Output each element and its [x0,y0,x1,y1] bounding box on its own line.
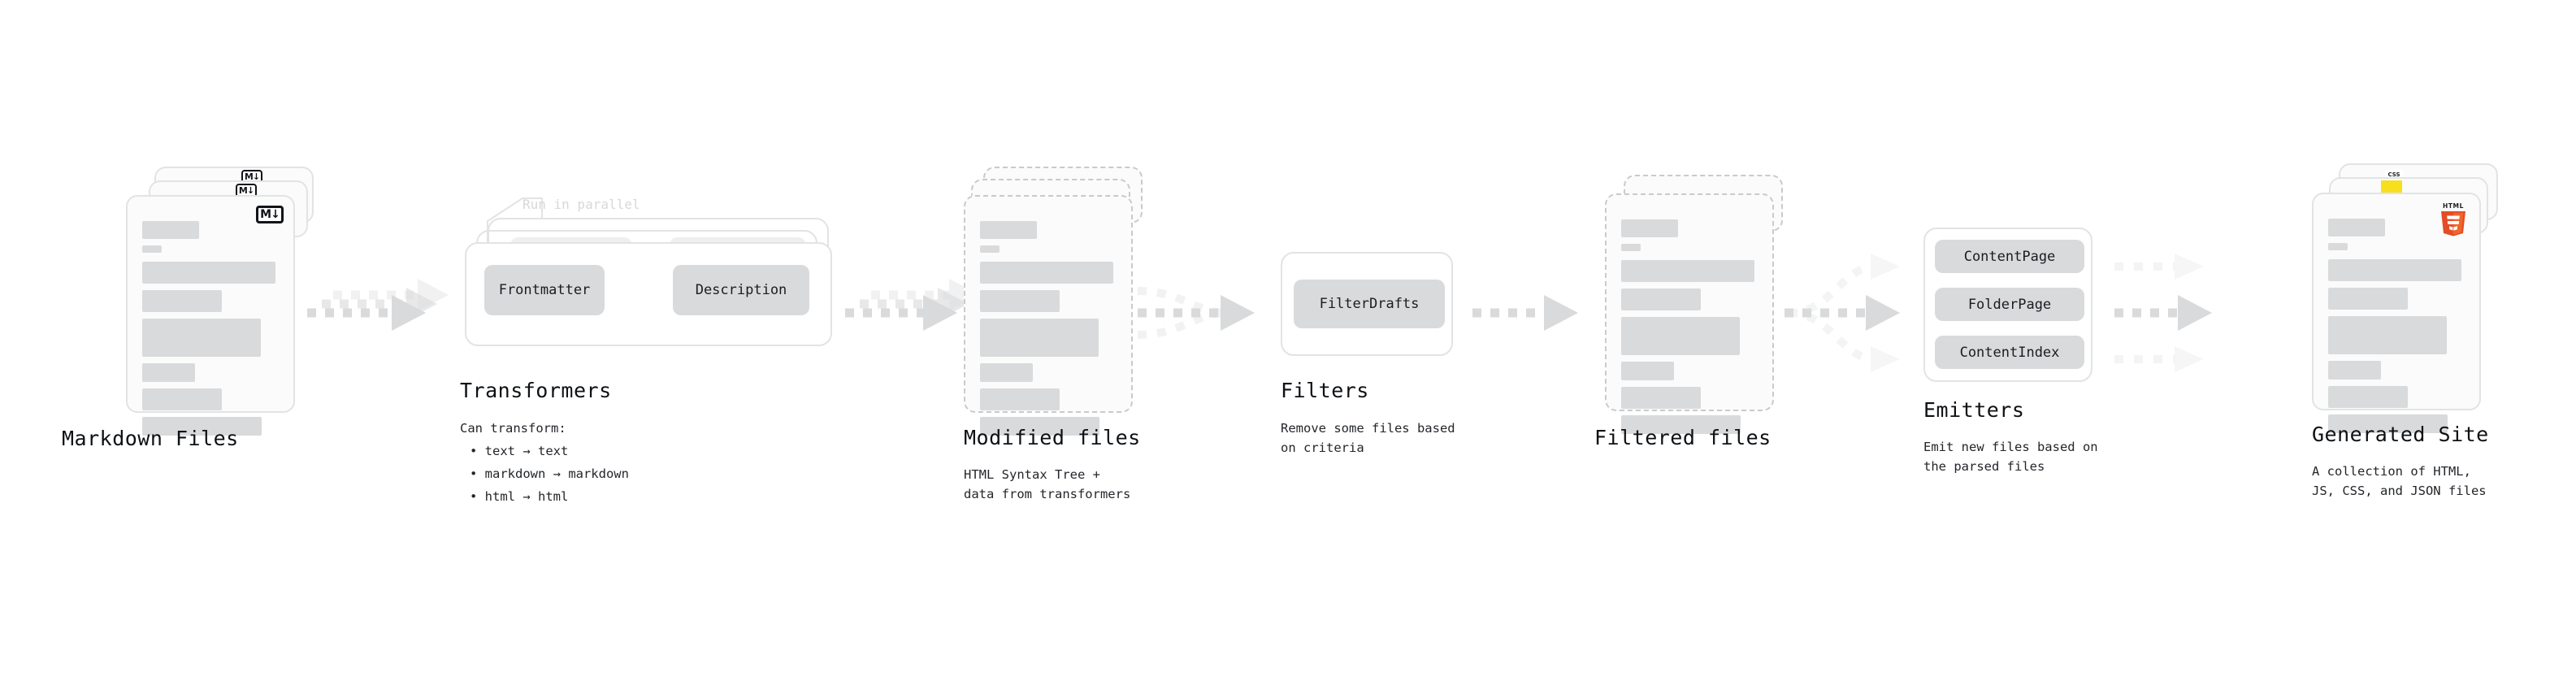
doc-line [142,245,162,253]
doc-line [2328,219,2385,236]
doc-line [2328,316,2447,354]
markdown-files-title: Markdown Files [62,427,239,450]
filter-pill-filterdrafts[interactable]: FilterDrafts [1294,280,1445,328]
doc-line [2328,361,2381,380]
doc-line [2328,386,2408,408]
filtered-files-title: Filtered files [1594,426,1772,449]
doc-line [1621,288,1701,310]
arrow-emitters-to-generated [2114,236,2261,390]
svg-text:HTML: HTML [2443,202,2464,210]
doc-line [980,388,1060,410]
generated-site-description: A collection of HTML, JS, CSS, and JSON … [2312,464,2487,499]
doc-line [2328,243,2348,250]
emitters-panel: ContentPage FolderPage ContentIndex [1923,228,2092,382]
generated-site-card: HTML [2312,193,2481,433]
filtered-card-content [1621,219,1759,440]
filters-description: Remove some files based on criteria [1281,421,1455,456]
emitter-pill-folderpage[interactable]: FolderPage [1935,288,2084,321]
markdown-file-card: M↓ [126,195,295,436]
doc-line [2328,414,2448,433]
doc-line [142,221,199,239]
doc-line [2328,259,2461,281]
arrow-modified-to-filters [1137,268,1292,358]
doc-line [2328,288,2408,310]
transformers-bullet-html-html: • html → html [470,489,569,504]
modified-files-title: Modified files [964,426,1141,449]
transformers-description-heading: Can transform: [460,421,566,436]
transformers-bullet-text-text: • text → text [470,444,569,458]
transformers-panel: Frontmatter Description [465,242,832,346]
filters-panel: FilterDrafts [1281,252,1453,356]
doc-line [1621,362,1674,380]
run-in-parallel-note: Run in parallel [523,197,640,212]
arrow-markdown-to-transformers [307,268,470,358]
transformers-title: Transformers [460,379,612,402]
markdown-card-content [142,221,280,442]
doc-line [142,363,195,382]
arrow-filtered-to-emitters [1785,236,1947,390]
emitters-description: Emit new files based on the parsed files [1923,440,2098,475]
arrow-filters-to-filtered [1472,268,1611,358]
doc-line [142,388,222,410]
doc-line [142,319,261,357]
filters-title: Filters [1281,379,1369,402]
modified-files-description: HTML Syntax Tree + data from transformer… [964,467,1131,502]
emitter-pill-contentindex[interactable]: ContentIndex [1935,336,2084,369]
doc-line [1621,244,1641,251]
doc-line [980,245,1000,253]
doc-line [1621,387,1701,409]
doc-line [1621,415,1741,434]
svg-text:CSS: CSS [2387,171,2400,178]
modified-file-card [964,195,1133,436]
doc-line [1621,219,1678,237]
emitter-pill-contentpage[interactable]: ContentPage [1935,240,2084,273]
generated-card-content [2328,219,2466,440]
doc-line [1621,317,1740,355]
doc-line [980,262,1113,284]
doc-line [980,417,1099,436]
transformer-pill-frontmatter[interactable]: Frontmatter [484,265,605,315]
doc-line [980,319,1099,357]
filtered-file-card [1605,193,1774,434]
doc-line [980,363,1033,382]
markdown-badge: M↓ [256,206,284,223]
doc-line [142,290,222,312]
generated-site-title: Generated Site [2312,423,2489,446]
doc-line [1621,260,1754,282]
doc-line [142,417,262,436]
html5-icon: HTML [2441,202,2465,236]
doc-line [142,262,275,284]
doc-line [980,221,1037,239]
modified-card-content [980,221,1118,442]
doc-line [980,290,1060,312]
emitters-title: Emitters [1923,398,2025,422]
transformers-bullet-markdown-markdown: • markdown → markdown [470,466,629,481]
transformer-pill-description[interactable]: Description [673,265,809,315]
